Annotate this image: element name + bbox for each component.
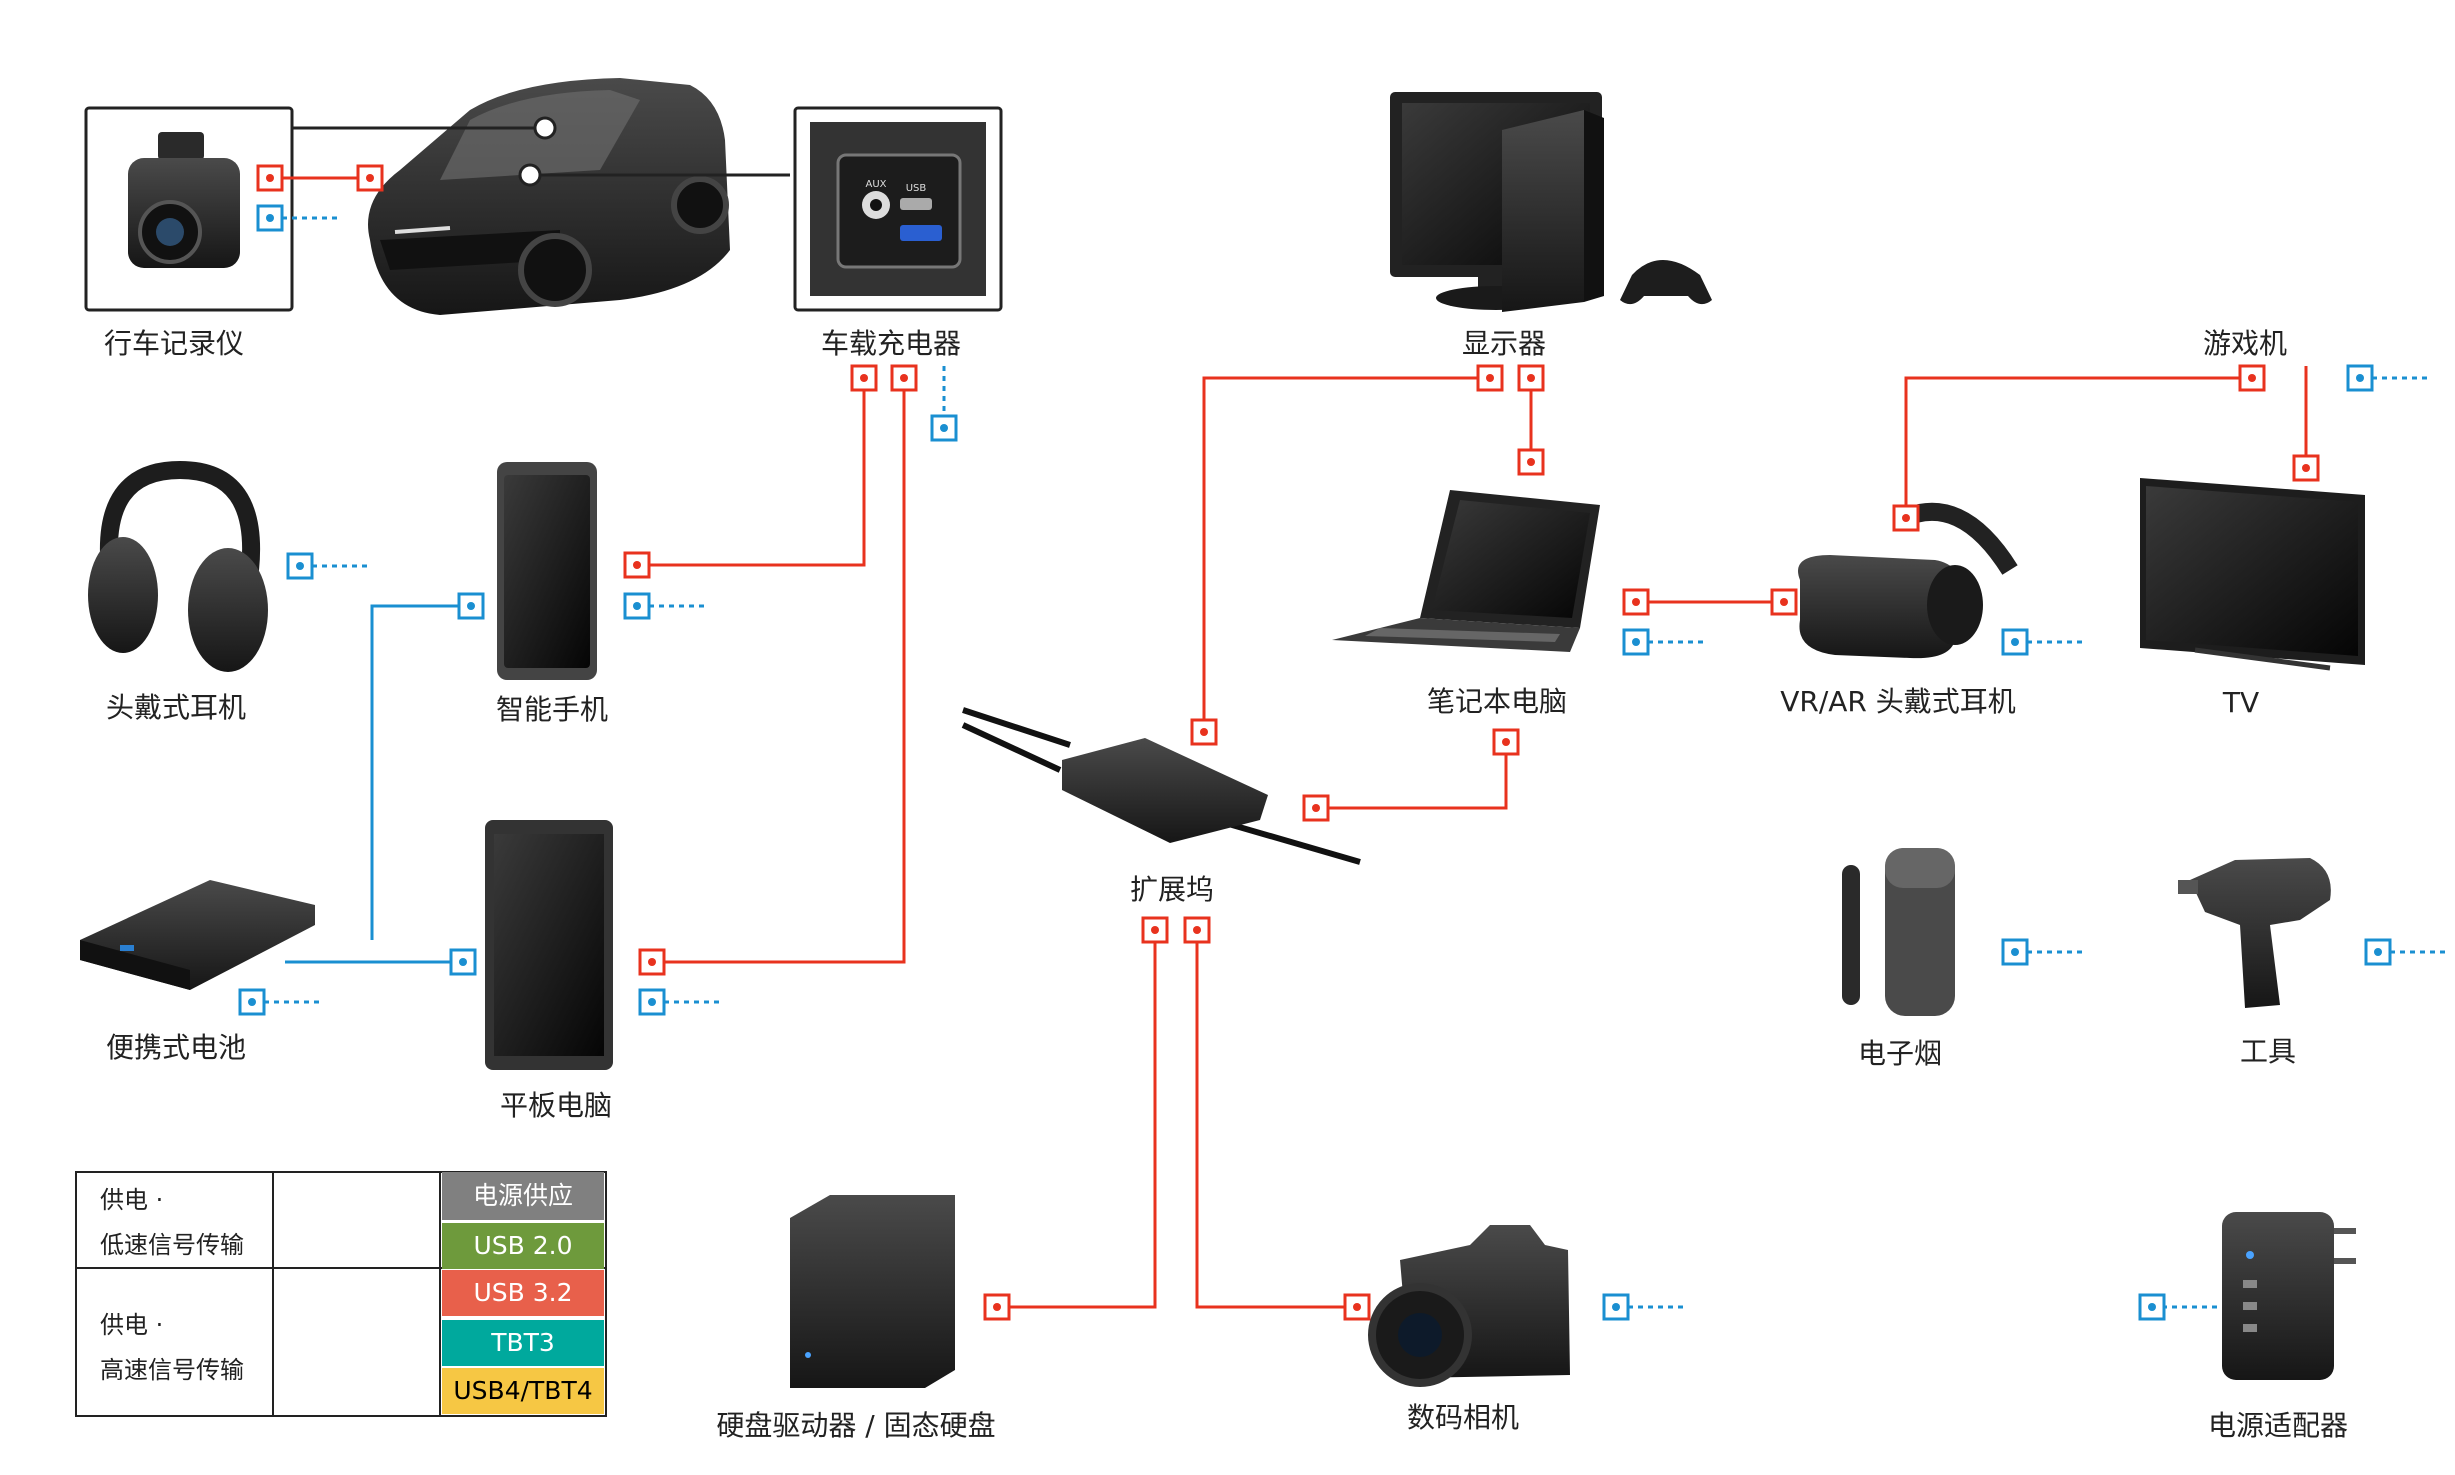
usb-high-speed-port-icon <box>2292 454 2320 482</box>
legend-row1-line1: 供电 · <box>100 1186 164 1214</box>
legend-row2-line2: 高速信号传输 <box>100 1356 244 1384</box>
smartphone-label: 智能手机 <box>495 693 609 726</box>
usb-high-speed-port-icon <box>2238 364 2266 392</box>
power-adapter-label: 电源适配器 <box>2207 1409 2349 1442</box>
usb-low-speed-port-icon <box>286 552 314 580</box>
usb-high-speed-port-icon <box>850 364 878 392</box>
usb-high-speed-port-icon <box>1302 794 1330 822</box>
usb-low-speed-port-icon <box>638 988 666 1016</box>
usb-low-speed-port-icon <box>449 948 477 976</box>
usb-low-speed-port-icon <box>930 414 958 442</box>
tv-icon <box>2140 478 2365 671</box>
usb-low-speed-port-icon <box>256 204 284 232</box>
smartphone-icon <box>497 462 597 680</box>
usb-low-speed-port-icon <box>2138 1293 2166 1321</box>
legend-spec-2: USB 3.2 <box>442 1270 604 1316</box>
usb-high-speed-port-icon <box>256 164 284 192</box>
vr-headset-label: VR/AR 头戴式耳机 <box>1780 685 2016 718</box>
high-speed-line <box>1195 930 1357 1309</box>
car-charger-label: 车载充电器 <box>820 327 962 360</box>
power-adapter-icon <box>2222 1212 2356 1380</box>
usb-low-speed-port-icon <box>1622 628 1650 656</box>
legend-row2-line1: 供电 · <box>100 1311 164 1339</box>
tablet-icon <box>485 820 613 1070</box>
camera-icon <box>1368 1225 1570 1387</box>
tool-icon <box>2178 858 2331 1008</box>
legend-spec-1: USB 2.0 <box>442 1223 604 1269</box>
headphones-icon <box>88 460 268 672</box>
callout-dot <box>518 163 542 187</box>
car-icon <box>368 78 730 315</box>
usb-high-speed-port-icon <box>1183 916 1211 944</box>
dock-label: 扩展坞 <box>1129 873 1215 906</box>
tool-label: 工具 <box>2239 1035 2297 1068</box>
laptop-label: 笔记本电脑 <box>1426 685 1568 718</box>
usb-low-speed-port-icon <box>1602 1293 1630 1321</box>
usb-low-speed-port-icon <box>2364 938 2392 966</box>
usb-high-speed-port-icon <box>638 948 666 976</box>
usb-high-speed-port-icon <box>1622 588 1650 616</box>
e-cigarette-icon <box>1842 848 1955 1016</box>
usb-high-speed-port-icon <box>1892 504 1920 532</box>
hdd-label: 硬盘驱动器 / 固态硬盘 <box>716 1409 996 1442</box>
usb-low-speed-port-icon <box>238 988 266 1016</box>
tablet-label: 平板电脑 <box>499 1089 613 1122</box>
usb-high-speed-port-icon <box>890 364 918 392</box>
vr-headset-icon <box>1798 502 2018 659</box>
usb-low-speed-port-icon <box>2001 628 2029 656</box>
usb-low-speed-port-icon <box>457 592 485 620</box>
high-speed-line <box>1316 742 1508 810</box>
legend-spec-3: TBT3 <box>442 1320 604 1366</box>
legend-row1-line2: 低速信号传输 <box>100 1231 244 1259</box>
headphones-label: 头戴式耳机 <box>105 691 247 724</box>
game-console-icon <box>1502 110 1712 312</box>
e-cigarette-label: 电子烟 <box>1857 1037 1943 1070</box>
high-speed-line <box>637 378 866 567</box>
usb-low-speed-port-icon <box>623 592 651 620</box>
high-speed-line <box>1202 376 1490 732</box>
high-speed-line <box>997 930 1157 1309</box>
legend-spec-0: 电源供应 <box>442 1172 604 1220</box>
usb-high-speed-port-icon <box>356 164 384 192</box>
usb-high-speed-port-icon <box>1517 448 1545 476</box>
usb-high-speed-port-icon <box>1517 364 1545 392</box>
usb-high-speed-port-icon <box>623 551 651 579</box>
power-bank-icon <box>80 880 315 990</box>
usb-low-speed-port-icon <box>2001 938 2029 966</box>
usb-high-speed-port-icon <box>983 1293 1011 1321</box>
high-speed-line <box>1904 376 2252 518</box>
usb-high-speed-port-icon <box>1492 728 1520 756</box>
laptop-icon <box>1332 490 1600 652</box>
dashcam-icon <box>84 106 294 312</box>
usb-port-label: USB <box>906 183 927 194</box>
usb-high-speed-port-icon <box>1141 916 1169 944</box>
dashcam-label: 行车记录仪 <box>103 327 245 360</box>
usb-high-speed-port-icon <box>1476 364 1504 392</box>
monitor-label: 显示器 <box>1461 327 1547 360</box>
car-charger-icon <box>793 106 1003 312</box>
usb-high-speed-port-icon <box>1190 718 1218 746</box>
usb-low-speed-port-icon <box>2346 364 2374 392</box>
low-speed-line <box>370 604 471 940</box>
game-console-label: 游戏机 <box>2202 327 2288 360</box>
tv-label: TV <box>2222 686 2260 719</box>
aux-port-label: AUX <box>865 179 886 190</box>
callout-dot <box>533 116 557 140</box>
usb-high-speed-port-icon <box>1770 588 1798 616</box>
legend-spec-4: USB4/TBT4 <box>442 1368 604 1414</box>
hdd-icon <box>790 1195 955 1388</box>
camera-label: 数码相机 <box>1406 1401 1520 1434</box>
power-bank-label: 便携式电池 <box>105 1031 247 1064</box>
dock-icon <box>961 707 1361 865</box>
high-speed-line <box>652 378 906 964</box>
usb-high-speed-port-icon <box>1343 1293 1371 1321</box>
